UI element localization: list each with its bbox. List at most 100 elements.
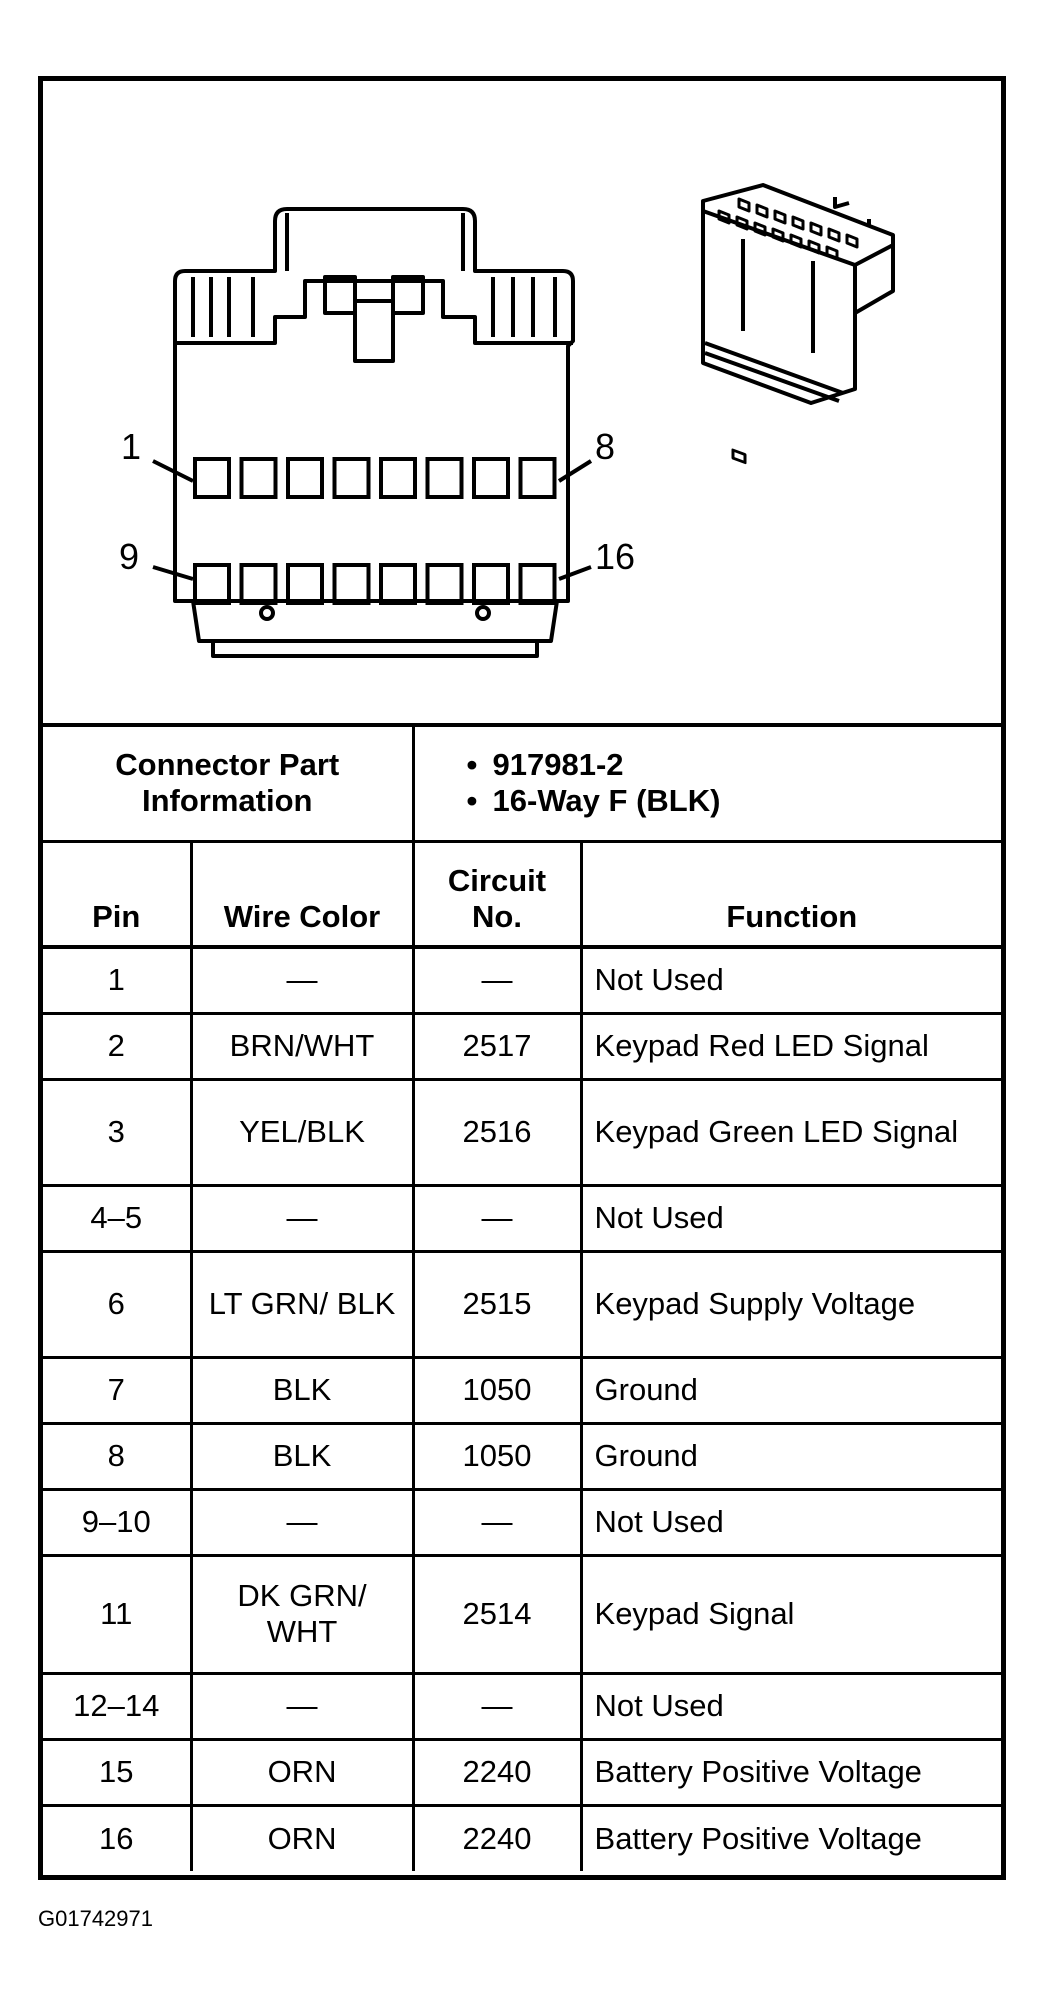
cell-circuit-no: 2240 [411,1737,583,1807]
header-function: Function [579,839,1002,949]
cell-wire-color: BLK [189,1355,415,1425]
cell-circuit-no: — [411,1671,583,1741]
connector-info-label: Connector Part Information [43,723,415,843]
housing-outline [173,207,575,603]
cell-circuit-no: 2516 [411,1077,583,1187]
cell-pin: 7 [43,1355,193,1425]
cell-pin: 16 [43,1803,193,1871]
connector-frame: 1 8 9 16 Connector Part Information 9179… [38,76,1006,1880]
connector-info-row: Connector Part Information 917981-216-Wa… [43,723,1002,843]
cavity-bottom [472,563,510,605]
leader-pin-8 [557,459,593,483]
connector-info-item: 16-Way F (BLK) [467,783,990,819]
cell-function: Not Used [579,1671,1002,1741]
cell-circuit-no: — [411,1183,583,1253]
cell-pin: 1 [43,945,193,1015]
cavity-top [472,457,510,499]
pin-label-1: 1 [121,426,141,467]
cavity-top [239,457,278,499]
cell-pin: 2 [43,1011,193,1081]
cell-wire-color: BRN/WHT [189,1011,415,1081]
cavity-top [193,457,231,499]
connector-diagram: 1 8 9 16 [43,81,1001,723]
cell-function: Battery Positive Voltage [579,1803,1002,1871]
cell-function: Not Used [579,1183,1002,1253]
cavity-grid [193,457,557,605]
connector-face-drawing: 1 8 9 16 [119,183,895,658]
table-row: 1——Not Used [43,945,1002,1015]
cell-wire-color: — [189,945,415,1015]
cell-pin: 8 [43,1421,193,1491]
cell-circuit-no: — [411,945,583,1015]
header-circuit-no: Circuit No. [411,839,583,949]
pin-label-16: 16 [595,536,635,577]
leader-pin-9 [152,565,194,581]
cavity-bottom [518,563,557,605]
cavity-top [286,457,324,499]
cell-circuit-no: 2517 [411,1011,583,1081]
cell-circuit-no: 2514 [411,1553,583,1675]
cell-function: Keypad Signal [579,1553,1002,1675]
connector-info-list: 917981-216-Way F (BLK) [467,747,990,819]
table-row: 4–5——Not Used [43,1183,1002,1253]
cell-function: Keypad Supply Voltage [579,1249,1002,1359]
cell-wire-color: DK GRN/ WHT [189,1553,415,1675]
cell-circuit-no: 2240 [411,1803,583,1871]
cell-pin: 11 [43,1553,193,1675]
cell-function: Keypad Green LED Signal [579,1077,1002,1187]
table-header-row: Pin Wire Color Circuit No. Function [43,839,1002,949]
connector-info-values: 917981-216-Way F (BLK) [411,723,1002,843]
cell-function: Ground [579,1421,1002,1491]
cell-function: Battery Positive Voltage [579,1737,1002,1807]
pin-label-9: 9 [119,536,139,577]
cell-wire-color: — [189,1671,415,1741]
cell-pin: 12–14 [43,1671,193,1741]
cell-function: Ground [579,1355,1002,1425]
cell-wire-color: ORN [189,1803,415,1871]
cavity-bottom [332,563,371,605]
connector-info-item: 917981-2 [467,747,990,783]
cell-wire-color: LT GRN/ BLK [189,1249,415,1359]
leader-pin-16 [558,565,592,581]
cell-circuit-no: 2515 [411,1249,583,1359]
connector-isometric-view [701,183,895,465]
cavity-bottom [425,563,464,605]
cavity-top [379,457,417,499]
cavity-bottom [379,563,417,605]
cell-function: Keypad Red LED Signal [579,1011,1002,1081]
cell-pin: 4–5 [43,1183,193,1253]
cell-pin: 15 [43,1737,193,1807]
cavity-top [425,457,464,499]
cavity-bottom [193,563,231,605]
figure-id: G01742971 [38,1906,153,1931]
cell-wire-color: — [189,1487,415,1557]
cell-circuit-no: — [411,1487,583,1557]
header-wire-color: Wire Color [189,839,415,949]
cavity-bottom [239,563,278,605]
leader-pin-1 [152,459,194,483]
cavity-top [518,457,557,499]
cell-pin: 3 [43,1077,193,1187]
cell-function: Not Used [579,945,1002,1015]
cell-wire-color: YEL/BLK [189,1077,415,1187]
cell-circuit-no: 1050 [411,1421,583,1491]
cell-pin: 9–10 [43,1487,193,1557]
table-row: 12–14——Not Used [43,1671,1002,1741]
cavity-bottom [286,563,324,605]
cell-wire-color: ORN [189,1737,415,1807]
cell-circuit-no: 1050 [411,1355,583,1425]
header-pin: Pin [43,839,193,949]
cavity-top [332,457,371,499]
cell-function: Not Used [579,1487,1002,1557]
table-row: 9–10——Not Used [43,1487,1002,1557]
cell-pin: 6 [43,1249,193,1359]
pin-label-8: 8 [595,426,615,467]
